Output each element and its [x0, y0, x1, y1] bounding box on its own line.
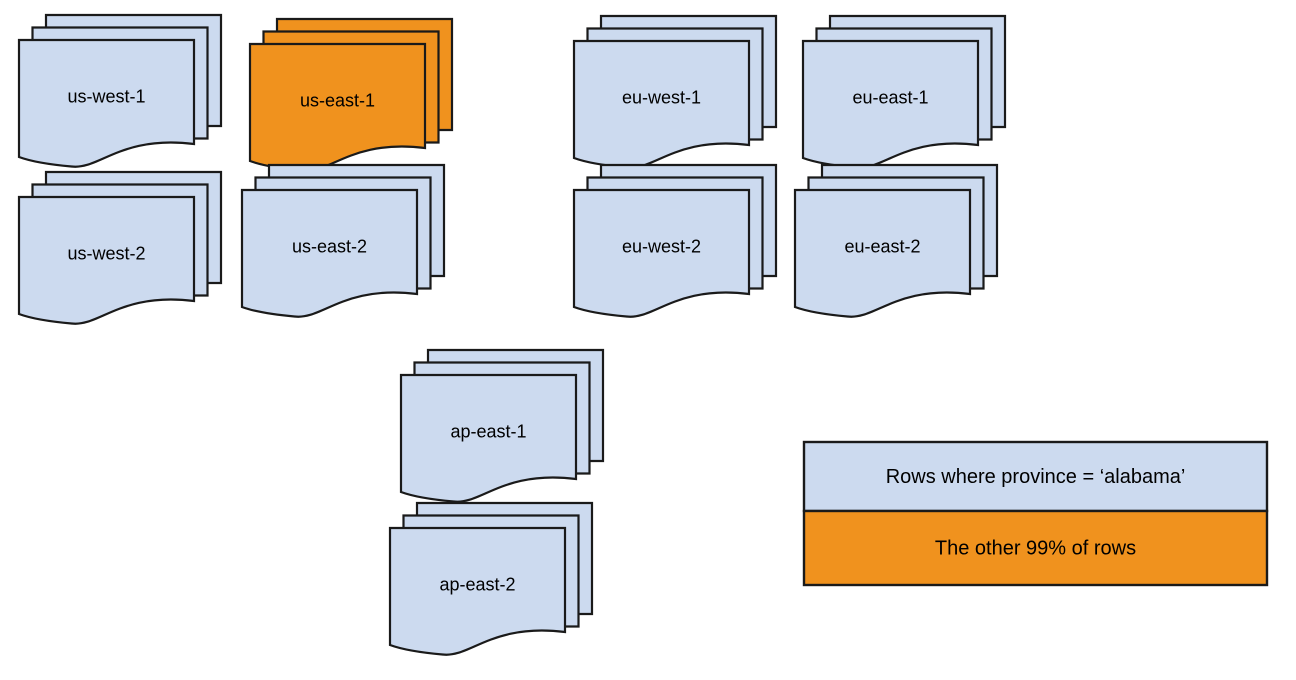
stack-label-eu-west-1: eu-west-1	[622, 87, 701, 107]
stack-label-us-west-1: us-west-1	[67, 86, 145, 106]
document-stack-us-west-2[interactable]: us-west-2	[17, 170, 223, 325]
legend-row-other: The other 99% of rows	[802, 509, 1269, 587]
legend-row-other-swatch	[802, 509, 1269, 587]
document-stack-eu-east-2[interactable]: eu-east-2	[793, 163, 999, 318]
legend-row-alabama: Rows where province = ‘alabama’	[802, 440, 1269, 513]
stack-sheet-front	[793, 188, 972, 318]
document-stack-us-west-1[interactable]: us-west-1	[17, 13, 223, 168]
legend-row-alabama-swatch	[802, 440, 1269, 513]
stack-sheet-front	[240, 188, 419, 318]
stack-label-ap-east-2: ap-east-2	[439, 574, 515, 594]
document-stack-eu-west-2[interactable]: eu-west-2	[572, 163, 778, 318]
document-stack-eu-west-1[interactable]: eu-west-1	[572, 14, 778, 169]
document-stack-ap-east-2[interactable]: ap-east-2	[388, 501, 594, 656]
stack-sheet-front	[399, 373, 578, 503]
stack-label-eu-east-2: eu-east-2	[844, 236, 920, 256]
stack-sheet-front	[572, 188, 751, 318]
legend-row-alabama-label: Rows where province = ‘alabama’	[886, 466, 1186, 488]
stack-sheet-front	[388, 526, 567, 656]
document-stack-us-east-1[interactable]: us-east-1	[248, 17, 454, 172]
stack-label-us-west-2: us-west-2	[67, 243, 145, 263]
document-stack-us-east-2[interactable]: us-east-2	[240, 163, 446, 318]
document-stack-ap-east-1[interactable]: ap-east-1	[399, 348, 605, 503]
stack-label-eu-west-2: eu-west-2	[622, 236, 701, 256]
legend-row-other-label: The other 99% of rows	[935, 537, 1136, 559]
stack-label-us-east-1: us-east-1	[300, 90, 375, 110]
document-stacks-group: us-west-1 us-east-1 eu-west-1 eu-east-1 us-w…	[17, 13, 1007, 656]
stack-label-us-east-2: us-east-2	[292, 236, 367, 256]
document-stack-eu-east-1[interactable]: eu-east-1	[801, 14, 1007, 169]
stack-label-ap-east-1: ap-east-1	[450, 421, 526, 441]
legend-group: Rows where province = ‘alabama’ The other…	[802, 440, 1269, 587]
stack-label-eu-east-1: eu-east-1	[852, 87, 928, 107]
stack-sheet-front	[17, 195, 196, 325]
stack-sheet-front	[17, 38, 196, 168]
